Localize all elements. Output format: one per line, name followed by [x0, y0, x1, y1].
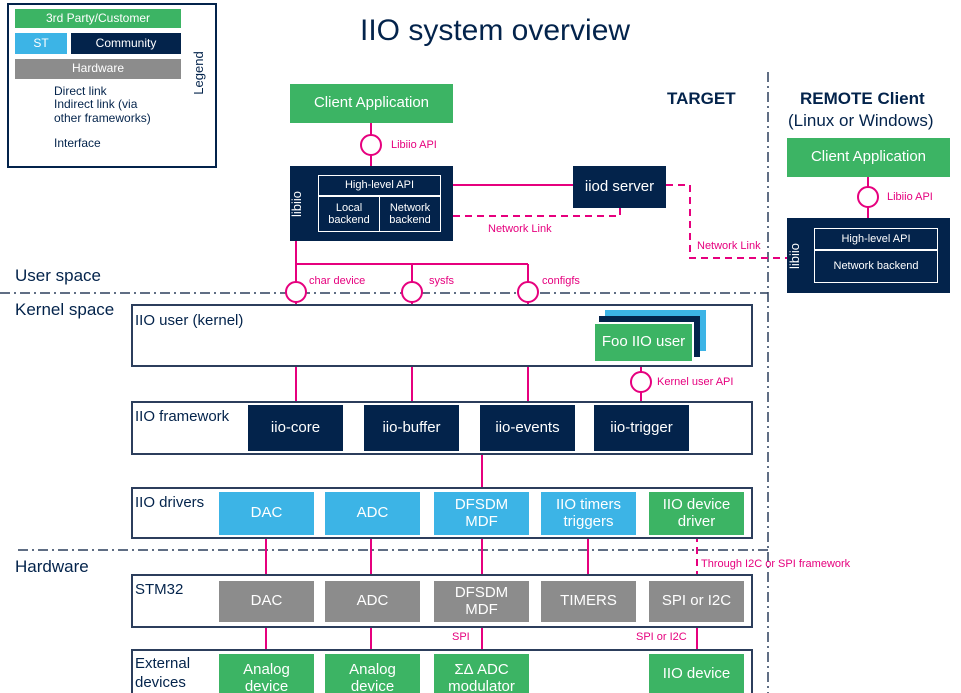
- remote-client-application: Client Application: [787, 138, 950, 177]
- legend-st: ST: [15, 33, 67, 54]
- iio-events: iio-events: [480, 405, 575, 451]
- network-backend: Network backend: [379, 196, 441, 232]
- char-device-label: char device: [309, 275, 366, 287]
- legend-indirect-link-2: other frameworks): [54, 111, 151, 125]
- remote-heading: REMOTE Client: [800, 89, 925, 108]
- target-heading: TARGET: [667, 89, 736, 108]
- page-title: IIO system overview: [360, 14, 631, 47]
- external-analog-device-1: Analog device: [219, 654, 314, 693]
- stm32-label: STM32: [135, 581, 184, 598]
- stm32-timers: TIMERS: [541, 581, 636, 622]
- libiio-block: [290, 166, 453, 241]
- kernel-user-api-label: Kernel user API: [657, 376, 734, 388]
- legend-panel: [7, 3, 217, 168]
- iio-buffer: iio-buffer: [364, 405, 459, 451]
- iio-framework-label: IIO framework: [135, 408, 230, 425]
- char-device-interface: [285, 281, 307, 303]
- spi-label: SPI: [452, 631, 470, 643]
- configfs-interface: [517, 281, 539, 303]
- external-sigma-delta-modulator: ΣΔ ADC modulator: [434, 654, 529, 693]
- sysfs-interface: [401, 281, 423, 303]
- sysfs-label: sysfs: [429, 275, 455, 287]
- remote-libiio-api-interface: [857, 186, 879, 208]
- remote-network-link-label: Network Link: [697, 240, 761, 252]
- iio-trigger: iio-trigger: [594, 405, 689, 451]
- external-analog-device-2: Analog device: [325, 654, 420, 693]
- libiio-label: libiio: [289, 191, 304, 218]
- driver-iio-timers-triggers: IIO timers triggers: [541, 492, 636, 535]
- driver-dfsdm-mdf: DFSDM MDF: [434, 492, 529, 535]
- legend-direct-link: Direct link: [54, 84, 107, 98]
- iio-core: iio-core: [248, 405, 343, 451]
- stm32-dac: DAC: [219, 581, 314, 622]
- local-backend: Local backend: [318, 196, 380, 232]
- driver-adc: ADC: [325, 492, 420, 535]
- kernel-space-label: Kernel space: [15, 300, 115, 319]
- remote-libiio-label: libiio: [787, 243, 802, 270]
- legend-hardware: Hardware: [15, 59, 181, 79]
- high-level-api: High-level API: [318, 175, 441, 196]
- user-space-label: User space: [15, 266, 101, 285]
- stm32-adc: ADC: [325, 581, 420, 622]
- remote-subheading: (Linux or Windows): [788, 111, 934, 130]
- libiio-api-interface: [360, 134, 382, 156]
- external-devices-label: External devices: [135, 655, 205, 693]
- configfs-label: configfs: [542, 275, 580, 287]
- iio-drivers-label: IIO drivers: [135, 494, 205, 511]
- client-application: Client Application: [290, 84, 453, 123]
- legend-community: Community: [71, 33, 181, 54]
- stm32-dfsdm-mdf: DFSDM MDF: [434, 581, 529, 622]
- remote-network-backend: Network backend: [814, 250, 938, 283]
- foo-iio-user: Foo IIO user: [593, 322, 694, 363]
- legend-indirect-link-1: Indirect link (via: [54, 97, 138, 111]
- hardware-space-label: Hardware: [15, 557, 89, 576]
- driver-iio-device-driver: IIO device driver: [649, 492, 744, 535]
- spi-or-i2c-label: SPI or I2C: [636, 631, 687, 643]
- network-link-label: Network Link: [488, 223, 552, 235]
- legend-heading: Legend: [191, 51, 206, 95]
- stm32-spi-or-i2c: SPI or I2C: [649, 581, 744, 622]
- libiio-api-label: Libiio API: [391, 139, 437, 151]
- external-devices-text: External devices: [135, 655, 191, 691]
- iiod-server: iiod server: [573, 166, 666, 208]
- kernel-user-api-interface: [630, 371, 652, 393]
- legend-third-party: 3rd Party/Customer: [15, 9, 181, 28]
- through-i2c-spi-label: Through I2C or SPI framework: [701, 558, 851, 570]
- iio-user-label: IIO user (kernel): [135, 312, 244, 329]
- remote-libiio-api-label: Libiio API: [887, 191, 933, 203]
- legend-interface: Interface: [54, 136, 101, 150]
- driver-dac: DAC: [219, 492, 314, 535]
- remote-high-level-api: High-level API: [814, 228, 938, 250]
- external-iio-device: IIO device: [649, 654, 744, 693]
